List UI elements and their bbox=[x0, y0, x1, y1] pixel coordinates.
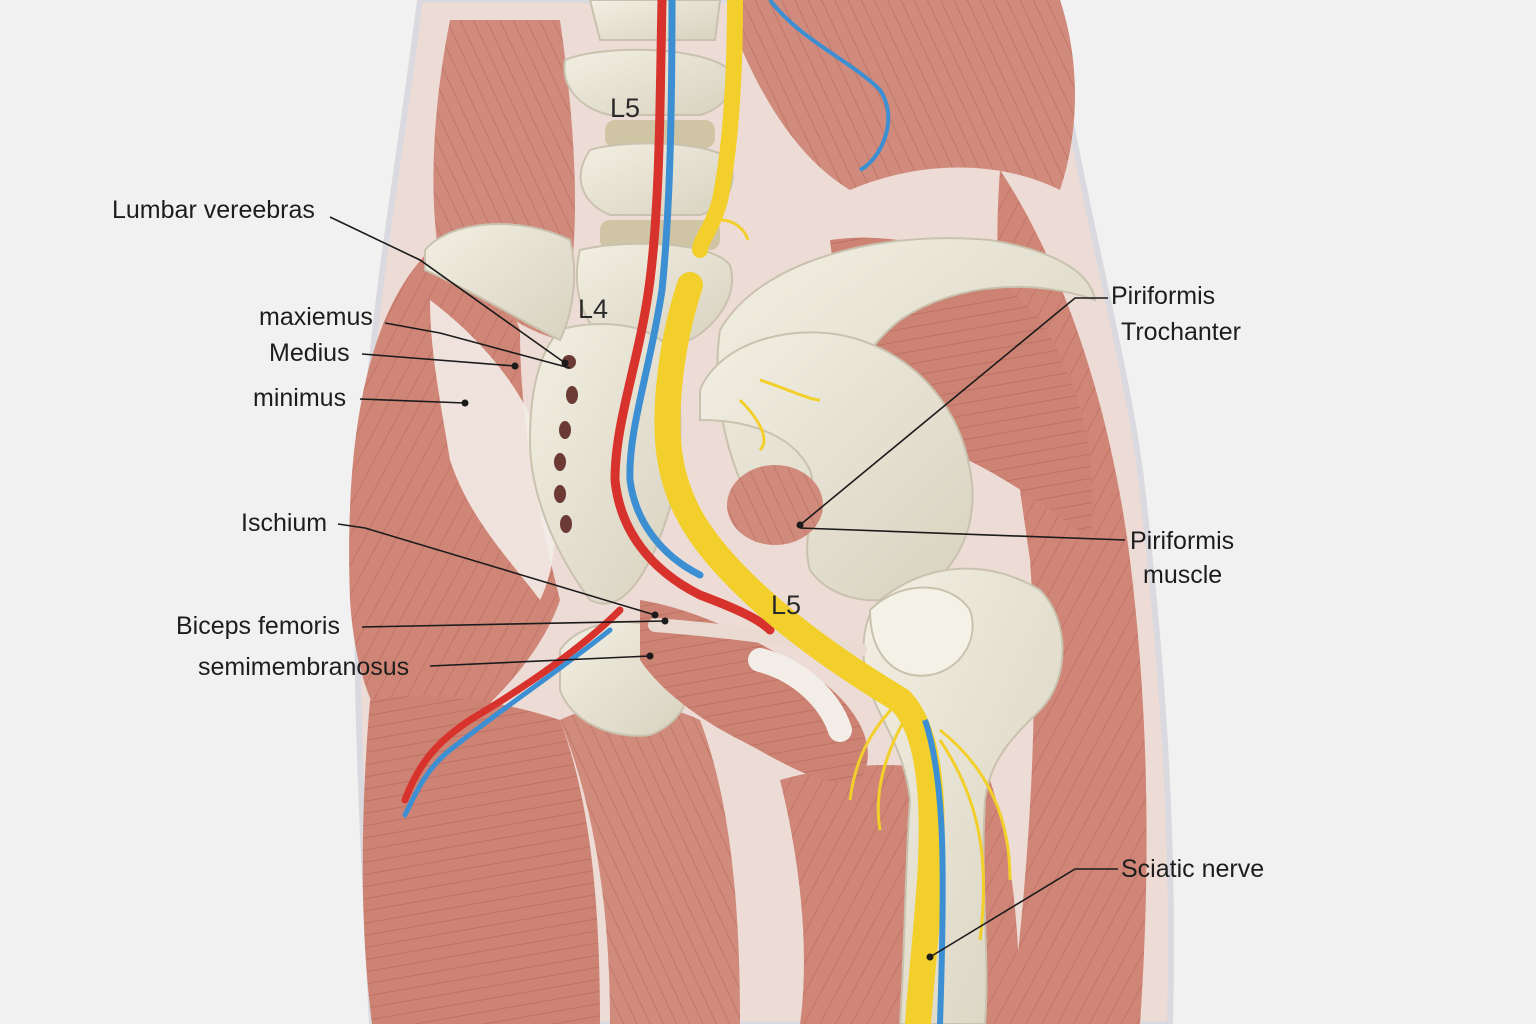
artery-vessel bbox=[610, 0, 775, 635]
leader-semimembranosus bbox=[429, 655, 651, 667]
vein-upper-right bbox=[768, 0, 891, 172]
anatomy-labels: Lumbar vereebras maxiemus Medius minimus… bbox=[112, 196, 1264, 883]
femoral-head bbox=[868, 586, 974, 677]
hamstring-muscle-mid bbox=[560, 705, 740, 1024]
gluteus-maximus-muscle bbox=[349, 250, 560, 760]
label-semimembranosus: semimembranosus bbox=[198, 653, 409, 681]
vertebra-label-middle: L4 bbox=[578, 294, 608, 324]
iliac-crest-left bbox=[424, 223, 576, 342]
leader-ischium bbox=[337, 523, 656, 616]
vein-branch bbox=[402, 627, 613, 818]
label-sciatic-nerve: Sciatic nerve bbox=[1121, 855, 1264, 883]
label-gluteus-medius: Medius bbox=[269, 339, 350, 367]
label-gluteus-maximus: maxiemus bbox=[259, 303, 373, 331]
label-ischium: Ischium bbox=[241, 509, 327, 537]
leader-sciatic bbox=[929, 868, 1118, 958]
vertebra-label-lower: L5 bbox=[771, 590, 801, 620]
leader-piriformis-muscle bbox=[799, 527, 1126, 541]
label-piriformis-muscle-line2: muscle bbox=[1143, 561, 1222, 589]
leader-minimus bbox=[359, 398, 466, 404]
small-tendon bbox=[748, 648, 852, 742]
vertebra-labels: L5 L4 L5 bbox=[578, 93, 801, 620]
sacral-foramina bbox=[554, 355, 578, 533]
femur-bone bbox=[862, 567, 1064, 1024]
spinal-nerve bbox=[692, 0, 743, 258]
leader-medius bbox=[361, 353, 516, 367]
vertebra-label-upper: L5 bbox=[610, 93, 640, 123]
label-gluteus-minimus: minimus bbox=[253, 384, 346, 412]
label-biceps-femoris: Biceps femoris bbox=[176, 612, 340, 640]
leader-piriformis-top bbox=[799, 297, 1108, 526]
sciatic-nerve-vein-core bbox=[922, 719, 946, 1024]
piriformis-band-muscle bbox=[640, 600, 868, 782]
label-trochanter: Trochanter bbox=[1121, 318, 1241, 346]
sciatic-nerve-trunk bbox=[654, 272, 945, 1024]
label-piriformis-top: Piriformis bbox=[1111, 282, 1215, 310]
artery-branch bbox=[401, 606, 624, 804]
nerve-branches bbox=[719, 218, 1012, 941]
gluteus-right-muscle bbox=[730, 0, 1075, 190]
label-leaders bbox=[329, 216, 1126, 958]
obturator-foramen bbox=[727, 465, 823, 545]
hamstring-muscle-left bbox=[362, 696, 600, 1024]
leader-lumbar bbox=[329, 216, 566, 364]
leader-biceps bbox=[361, 620, 666, 628]
leader-maximus bbox=[384, 322, 571, 369]
label-piriformis-muscle-line1: Piriformis bbox=[1130, 527, 1234, 555]
leader-dots bbox=[461, 359, 934, 961]
label-lumbar-vertebrae: Lumbar vereebras bbox=[112, 196, 315, 224]
gluteal-fascia bbox=[430, 300, 555, 600]
vein-vessel bbox=[626, 0, 704, 579]
